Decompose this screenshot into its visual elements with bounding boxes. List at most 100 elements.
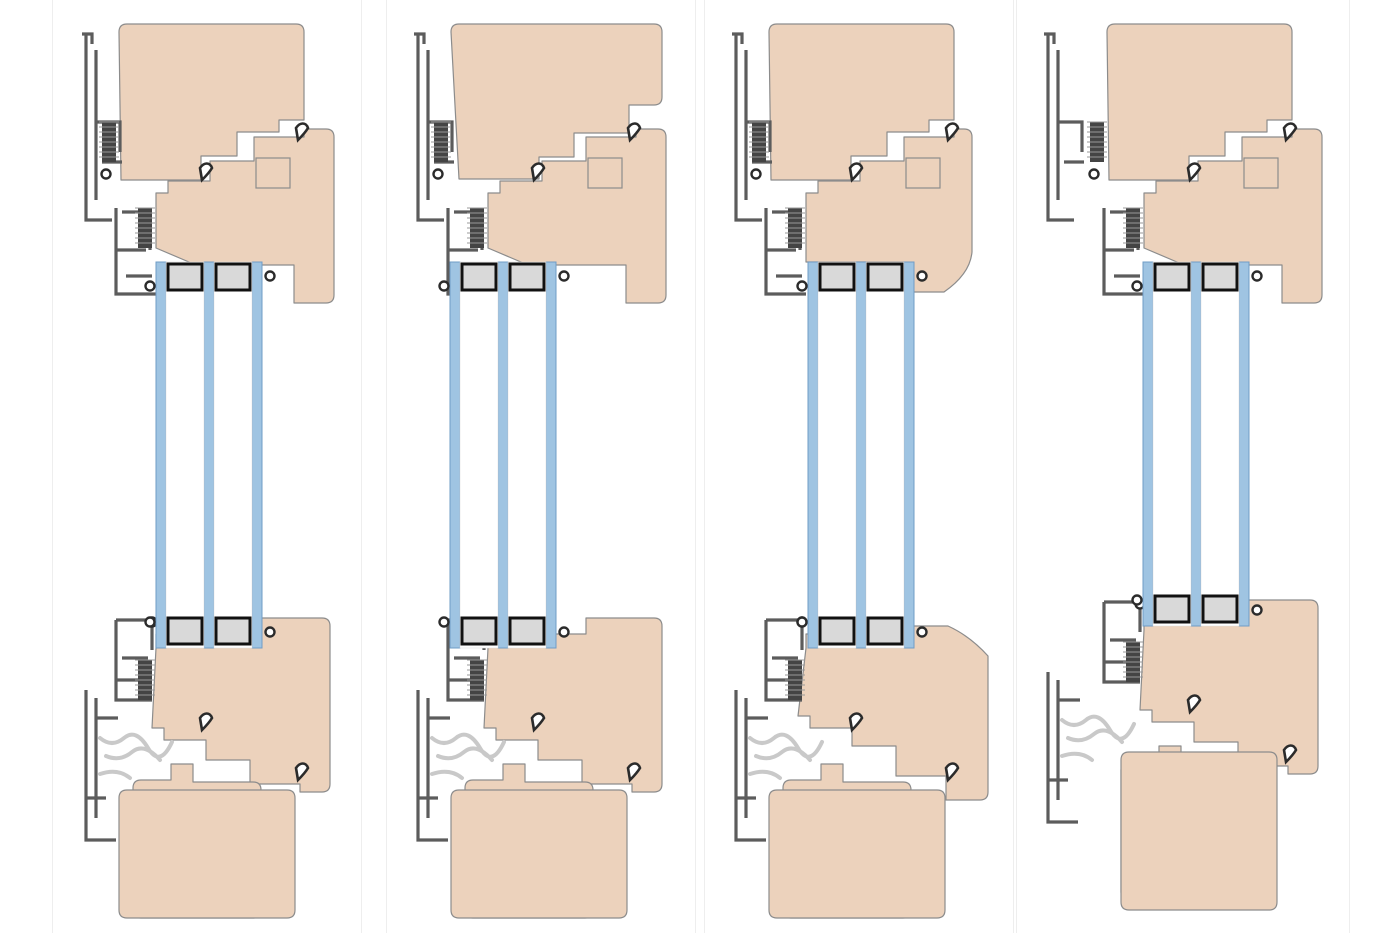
section-1 (82, 23, 335, 919)
top-sash-brush (135, 207, 155, 248)
cavity-2 (865, 261, 905, 649)
glass-pane-2 (203, 261, 215, 649)
bottom-sash (151, 617, 331, 793)
glazing-seal-bottom-inner (144, 616, 156, 628)
glazing-unit (155, 261, 263, 649)
spacer-bar-3 (166, 616, 204, 646)
glass-pane-1 (1142, 261, 1154, 627)
bottom-weather-seal (944, 762, 960, 783)
glazing-unit (449, 261, 557, 649)
bottom-brush-seal (1123, 641, 1143, 682)
spacer-bar-3 (818, 616, 856, 646)
spacer-bar-2 (1201, 262, 1239, 292)
glazing-seal-bottom-inner (438, 616, 450, 628)
glass-pane-2 (1190, 261, 1202, 627)
glazing-seal-bottom-outer (1251, 604, 1263, 616)
glazing-unit (1142, 261, 1250, 627)
top-brush-seal (749, 121, 769, 162)
spacer-bar-4 (508, 616, 546, 646)
top-brush-seal (1087, 121, 1107, 162)
glazing-seal-bottom-inner (796, 616, 808, 628)
top-cladding (1044, 32, 1084, 222)
bottom-insulation (430, 732, 506, 780)
glass-pane-3 (251, 261, 263, 649)
bottom-inner-seal (198, 712, 214, 733)
head-frame (768, 23, 955, 181)
spacer-bar-1 (460, 262, 498, 292)
glazing-seal-top-inner (144, 280, 156, 292)
bottom-sash (1139, 599, 1319, 775)
spacer-bar-2 (508, 262, 546, 292)
top-inner-seal (198, 162, 214, 183)
top-sash-brush (467, 207, 487, 248)
top-sash-brush (785, 207, 805, 248)
top-weather-seal (626, 122, 642, 143)
bottom-inner-seal (530, 712, 546, 733)
glazing-seal-top-outer (558, 270, 570, 282)
top-cladding (82, 32, 122, 222)
glazing-seal-bottom-outer (264, 626, 276, 638)
top-brush-seal (99, 121, 119, 162)
glazing-seal-top-inner (796, 280, 808, 292)
glass-pane-1 (155, 261, 167, 649)
bottom-sash (483, 617, 663, 793)
cavity-2 (213, 261, 253, 649)
top-weather-seal (944, 122, 960, 143)
top-sash-rebate (587, 157, 623, 189)
cavity-1 (1152, 261, 1192, 627)
glass-pane-2 (497, 261, 509, 649)
spacer-bar-3 (1153, 594, 1191, 624)
sill-board (768, 789, 946, 919)
cavity-1 (459, 261, 499, 649)
bottom-insulation (1060, 714, 1136, 762)
bottom-sash (797, 625, 989, 801)
bottom-weather-seal (294, 762, 310, 783)
glazing-seal-top-inner (438, 280, 450, 292)
glazing-unit (807, 261, 915, 649)
glazing-seal-top-outer (1251, 270, 1263, 282)
glass-pane-3 (545, 261, 557, 649)
top-inner-seal (530, 162, 546, 183)
bottom-cladding (84, 690, 118, 842)
top-brush-seal (431, 121, 451, 162)
glazing-seal-top-outer (264, 270, 276, 282)
top-weather-seal (1282, 122, 1298, 143)
glass-pane-3 (1238, 261, 1250, 627)
top-sash-brush (1123, 207, 1143, 248)
glazing-seal-bottom-outer (558, 626, 570, 638)
bottom-insulation (98, 732, 174, 780)
cavity-2 (1200, 261, 1240, 627)
bottom-cladding (734, 690, 768, 842)
glass-pane-3 (903, 261, 915, 649)
top-inner-seal (848, 162, 864, 183)
glazing-seal-top-outer (916, 270, 928, 282)
bottom-brush-seal (135, 659, 155, 700)
bottom-cladding (416, 690, 450, 842)
bottom-weather-seal (626, 762, 642, 783)
top-frame-seal (432, 168, 444, 180)
top-sash-rebate (255, 157, 291, 189)
top-weather-seal (294, 122, 310, 143)
top-cladding (414, 32, 454, 222)
bottom-cladding (1046, 672, 1080, 824)
spacer-bar-2 (866, 262, 904, 292)
bottom-weather-seal (1282, 744, 1298, 765)
bottom-inner-seal (1186, 694, 1202, 715)
glass-pane-1 (807, 261, 819, 649)
top-frame-seal (750, 168, 762, 180)
spacer-bar-1 (166, 262, 204, 292)
cavity-2 (507, 261, 547, 649)
sill-board (1120, 751, 1278, 911)
glazing-seal-bottom-inner (1131, 594, 1143, 606)
section-3 (732, 23, 989, 919)
sill-board (450, 789, 628, 919)
top-sash-rebate (1243, 157, 1279, 189)
top-frame-seal (1088, 168, 1100, 180)
cavity-1 (817, 261, 857, 649)
top-cladding (732, 32, 772, 222)
spacer-bar-4 (1201, 594, 1239, 624)
head-frame (450, 23, 663, 180)
spacer-bar-3 (460, 616, 498, 646)
cavity-1 (165, 261, 205, 649)
